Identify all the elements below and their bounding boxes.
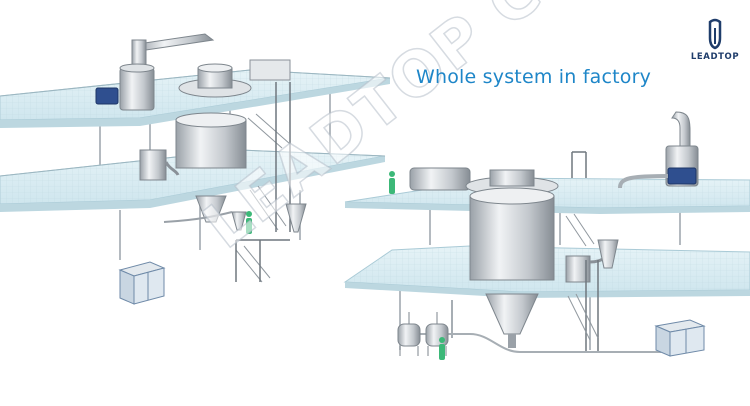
brand-logo: LEADTOP (686, 18, 744, 70)
page-title: Whole system in factory (416, 66, 652, 88)
drying-chamber-right (469, 195, 555, 281)
feed-tank-1 (397, 312, 421, 356)
brand-name: LEADTOP (690, 52, 740, 62)
right-plant (343, 111, 750, 360)
stairs-right (565, 213, 599, 341)
operator-figure (246, 211, 252, 234)
control-cabinet-left (118, 261, 166, 305)
control-cabinet-right (654, 319, 706, 357)
brand-mark-icon (708, 18, 722, 50)
left-plant (0, 33, 391, 305)
operator-figure-right (389, 171, 445, 360)
stairs-left (235, 113, 291, 283)
blower-motor-right (667, 167, 697, 185)
blower-motor (95, 87, 119, 105)
